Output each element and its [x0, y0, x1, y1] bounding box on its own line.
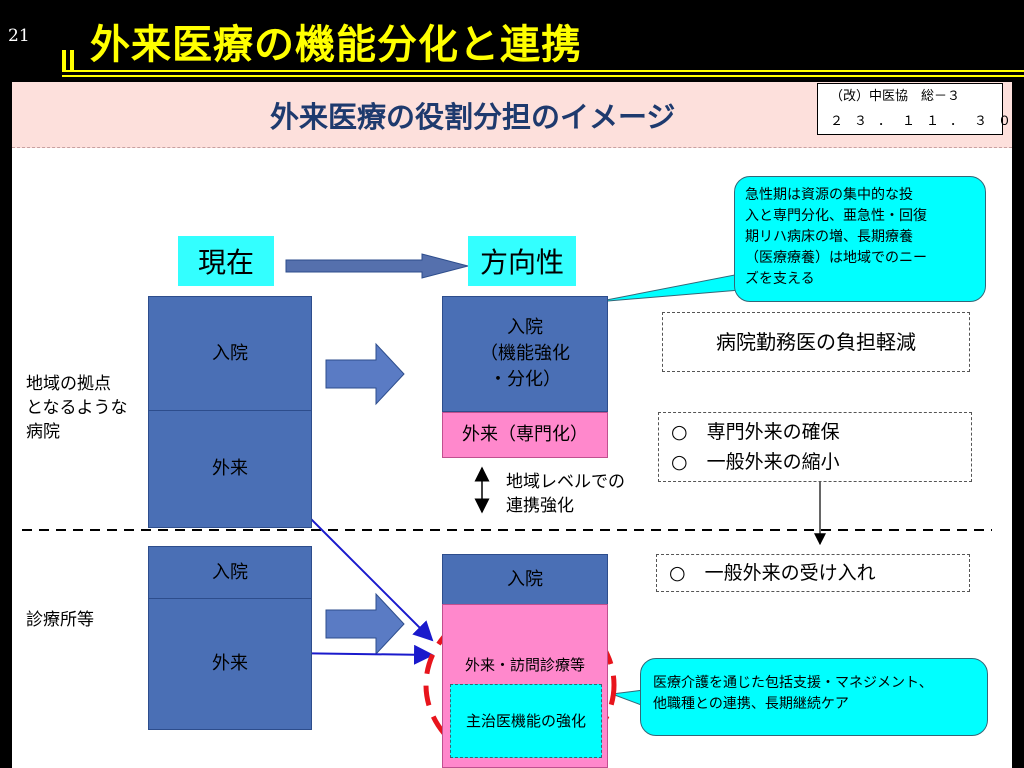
transition-arrow-bottom	[325, 592, 405, 656]
current-clinic-inpatient: 入院	[148, 546, 312, 600]
linkage-label: 地域レベルでの 連携強化	[506, 470, 625, 518]
slide-title: 外来医療の機能分化と連携	[90, 22, 582, 68]
block-label-line: ・分化）	[489, 369, 561, 390]
future-hospital-outpatient: 外来（専門化）	[442, 412, 608, 458]
linkage-line: 連携強化	[506, 496, 574, 516]
callout-line: 入と専門分化、亜急性・回復	[745, 208, 927, 224]
note-line: ○ 専門外来の確保	[671, 421, 840, 443]
direction-label: 方向性	[468, 236, 576, 286]
gp-function-box: 主治医機能の強化	[450, 684, 602, 758]
reference-line: （改）中医協 総－３	[830, 89, 961, 104]
current-label: 現在	[178, 236, 274, 286]
row-label-line: 地域の拠点	[26, 374, 111, 394]
integrated-care-callout: 医療介護を通じた包括支援・マネジメント、 他職種との連携、長期継続ケア	[640, 658, 988, 736]
direction-arrow	[285, 253, 470, 279]
callout-line: 急性期は資源の集中的な投	[745, 187, 913, 203]
block-label: 入院	[507, 569, 543, 590]
block-label-line: （機能強化	[480, 343, 570, 364]
note-line: ○ 一般外来の縮小	[671, 451, 840, 473]
callout-line: 医療介護を通じた包括支援・マネジメント、	[653, 675, 933, 691]
row-label-regional-hospital: 地域の拠点 となるような 病院	[26, 372, 156, 444]
block-label: 外来	[212, 653, 248, 674]
row-label-line: となるような	[26, 398, 128, 418]
slide-number: 21	[8, 26, 30, 46]
title-underline	[62, 75, 1024, 77]
title-underline	[62, 70, 1024, 72]
title-deco-bar	[70, 50, 74, 70]
reference-box: （改）中医協 総－３ ２３．１１．３０	[817, 83, 1012, 135]
note-outpatient: ○ 専門外来の確保 ○ 一般外来の縮小	[658, 412, 972, 482]
block-label: 外来（専門化）	[462, 424, 588, 445]
block-label: 入院	[212, 562, 248, 583]
transition-arrow-top	[325, 342, 405, 406]
future-hospital-inpatient: 入院 （機能強化 ・分化）	[442, 296, 608, 412]
linkage-line: 地域レベルでの	[506, 472, 625, 492]
block-label: 外来	[212, 458, 248, 479]
block-label-line: 入院	[507, 317, 543, 338]
row-label-clinic: 診療所等	[26, 610, 94, 630]
note-text: ○ 一般外来の受け入れ	[669, 562, 876, 584]
gp-function-label: 主治医機能の強化	[465, 712, 586, 730]
diagram-title: 外来医療の役割分担のイメージ	[270, 100, 676, 134]
row-label-line: 病院	[26, 422, 60, 442]
note-accept: ○ 一般外来の受け入れ	[656, 554, 970, 592]
title-deco-bar	[62, 50, 66, 70]
block-label: 入院	[212, 343, 248, 364]
callout-line: 期リハ病床の増、長期療養	[745, 229, 913, 245]
future-clinic-outpatient-label: 外来・訪問診療等	[464, 656, 585, 674]
current-hospital-inpatient: 入院	[148, 296, 312, 412]
acute-care-callout: 急性期は資源の集中的な投 入と専門分化、亜急性・回復 期リハ病床の増、長期療養 …	[734, 176, 986, 302]
callout-line: （医療療養）は地域でのニー	[745, 250, 927, 266]
diagram-panel: 外来医療の役割分担のイメージ （改）中医協 総－３ ２３．１１．３０	[12, 82, 1012, 768]
current-hospital-outpatient: 外来	[148, 410, 312, 528]
reference-date: ２３．１１．３０	[830, 114, 1012, 129]
note-burden: 病院勤務医の負担軽減	[662, 312, 970, 372]
callout-line: 他職種との連携、長期継続ケア	[653, 696, 849, 712]
callout-line: ズを支える	[745, 271, 815, 287]
note-text: 病院勤務医の負担軽減	[716, 330, 916, 354]
current-clinic-outpatient: 外来	[148, 598, 312, 730]
future-clinic-inpatient: 入院	[442, 554, 608, 606]
